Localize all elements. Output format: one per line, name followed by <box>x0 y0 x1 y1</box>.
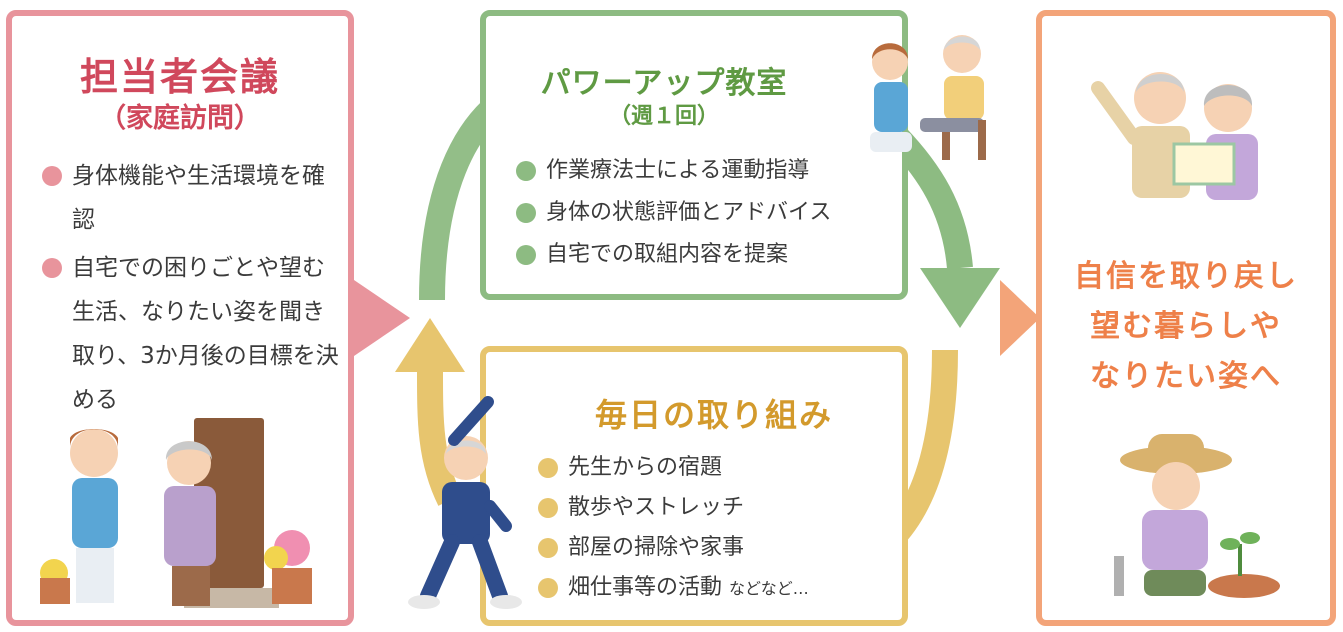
bullet-dot-icon <box>538 498 558 518</box>
yellow-arrowhead <box>395 318 465 372</box>
goal-statement: 自信を取り戻し 望む暮らしや なりたい姿へ <box>1042 252 1330 402</box>
goal-line-1: 自信を取り戻し <box>1074 259 1298 294</box>
couple-hiking-illustration <box>1091 72 1258 200</box>
therapist-exercise-illustration <box>870 35 986 160</box>
orange-chevron-arrow <box>1000 280 1040 356</box>
bullet-dot-icon <box>516 203 536 223</box>
daily-activities-panel: 毎日の取り組み 先生からの宿題 散歩やストレッチ 部屋の掃除や家事 畑仕事等の活… <box>480 346 908 626</box>
power-up-class-title: パワーアップ教室 <box>540 66 788 101</box>
list-item: 先生からの宿題 <box>538 448 908 488</box>
list-item: 散歩やストレッチ <box>538 488 908 528</box>
gardening-woman-illustration <box>1114 434 1280 598</box>
power-up-class-subtitle: （週１回） <box>608 104 719 129</box>
list-item: 部屋の掃除や家事 <box>538 528 908 568</box>
green-arrowhead <box>920 268 1000 328</box>
bullet-dot-icon <box>516 161 536 181</box>
etc-suffix: などなど… <box>729 579 809 598</box>
stretching-man-illustration <box>408 396 522 609</box>
care-meeting-panel: 担当者会議 （家庭訪問） 身体機能や生活環境を確認 自宅での困りごとや望む生活、… <box>6 10 354 626</box>
power-up-class-panel: パワーアップ教室 （週１回） 作業療法士による運動指導 身体の状態評価とアドバイ… <box>480 10 908 300</box>
care-meeting-title: 担当者会議 <box>79 55 280 99</box>
bullet-dot-icon <box>42 258 62 278</box>
goal-line-2: 望む暮らしや <box>1090 309 1282 344</box>
list-item: 畑仕事等の活動 などなど… <box>538 568 908 609</box>
home-visit-illustration <box>40 418 312 608</box>
daily-activities-title: 毎日の取り組み <box>594 396 833 434</box>
list-item: 身体機能や生活環境を確認 <box>42 154 342 242</box>
care-meeting-bullets: 身体機能や生活環境を確認 自宅での困りごとや望む生活、なりたい姿を聞き取り、3か… <box>42 154 342 426</box>
bullet-dot-icon <box>538 458 558 478</box>
power-up-class-bullets: 作業療法士による運動指導 身体の状態評価とアドバイス 自宅での取組内容を提案 <box>516 150 906 276</box>
list-item: 作業療法士による運動指導 <box>516 150 906 192</box>
pink-chevron-arrow <box>354 280 410 356</box>
care-meeting-subtitle: （家庭訪問） <box>99 103 261 134</box>
list-item: 自宅での困りごとや望む生活、なりたい姿を聞き取り、3か月後の目標を決める <box>42 246 342 422</box>
bullet-dot-icon <box>42 166 62 186</box>
daily-activities-bullets: 先生からの宿題 散歩やストレッチ 部屋の掃除や家事 畑仕事等の活動 などなど… <box>538 448 908 609</box>
bullet-dot-icon <box>538 538 558 558</box>
bullet-dot-icon <box>516 245 536 265</box>
goal-line-3: なりたい姿へ <box>1090 359 1282 394</box>
bullet-dot-icon <box>538 578 558 598</box>
list-item: 身体の状態評価とアドバイス <box>516 192 906 234</box>
list-item: 自宅での取組内容を提案 <box>516 234 906 276</box>
goal-panel: 自信を取り戻し 望む暮らしや なりたい姿へ <box>1036 10 1336 626</box>
